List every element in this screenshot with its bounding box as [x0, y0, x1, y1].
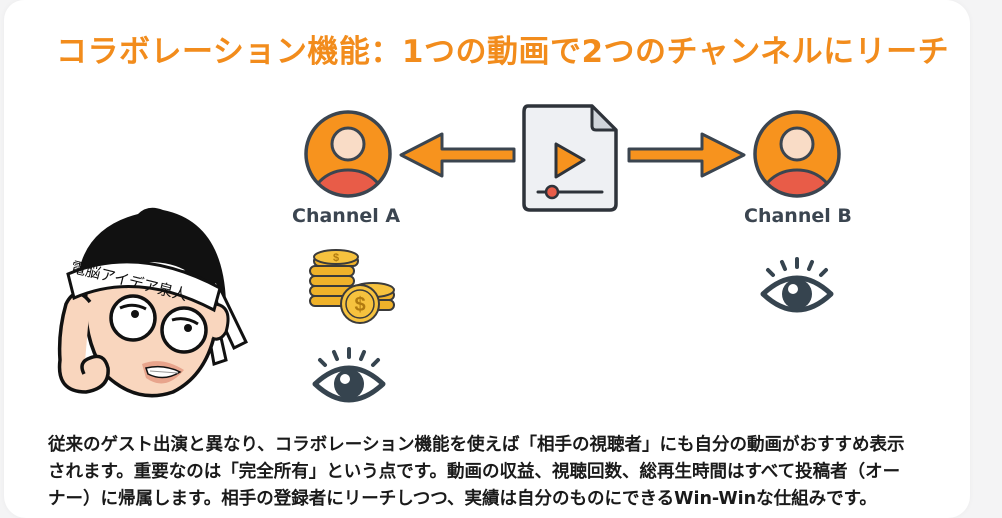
svg-text:$: $ [354, 294, 365, 316]
mascot-character [57, 207, 248, 398]
coins-icon: $ $ [309, 249, 395, 324]
description-text: 従来のゲスト出演と異なり、コラボレーション機能を使えば「相手の視聴者」にも自分の… [48, 432, 978, 513]
channel-b-eye-icon [760, 257, 834, 313]
slide-title: コラボレーション機能：1つの動画で2つのチャンネルにリーチ [56, 34, 950, 70]
description-line: 従来のゲスト出演と異なり、コラボレーション機能を使えば「相手の視聴者」にも自分の… [48, 435, 905, 455]
channel-a-eye-icon [312, 347, 386, 403]
slide-card: コラボレーション機能：1つの動画で2つのチャンネルにリーチ Channel A [4, 0, 970, 518]
arrow-left-icon [399, 132, 516, 178]
description-line: されます。重要なのは「完全所有」という点です。動画の収益、視聴回数、総再生時間は… [48, 462, 901, 482]
svg-text:$: $ [333, 252, 339, 264]
video-file-icon [522, 104, 618, 212]
channel-b-label: Channel B [744, 205, 852, 227]
description-line: ナー）に帰属します。相手の登録者にリーチしつつ、実績は自分のものにできるWin-… [48, 489, 877, 509]
channel-a-label: Channel A [292, 205, 401, 227]
channel-a-avatar-icon [304, 110, 392, 198]
channel-b-avatar-icon [753, 110, 841, 198]
arrow-right-icon [627, 132, 746, 178]
